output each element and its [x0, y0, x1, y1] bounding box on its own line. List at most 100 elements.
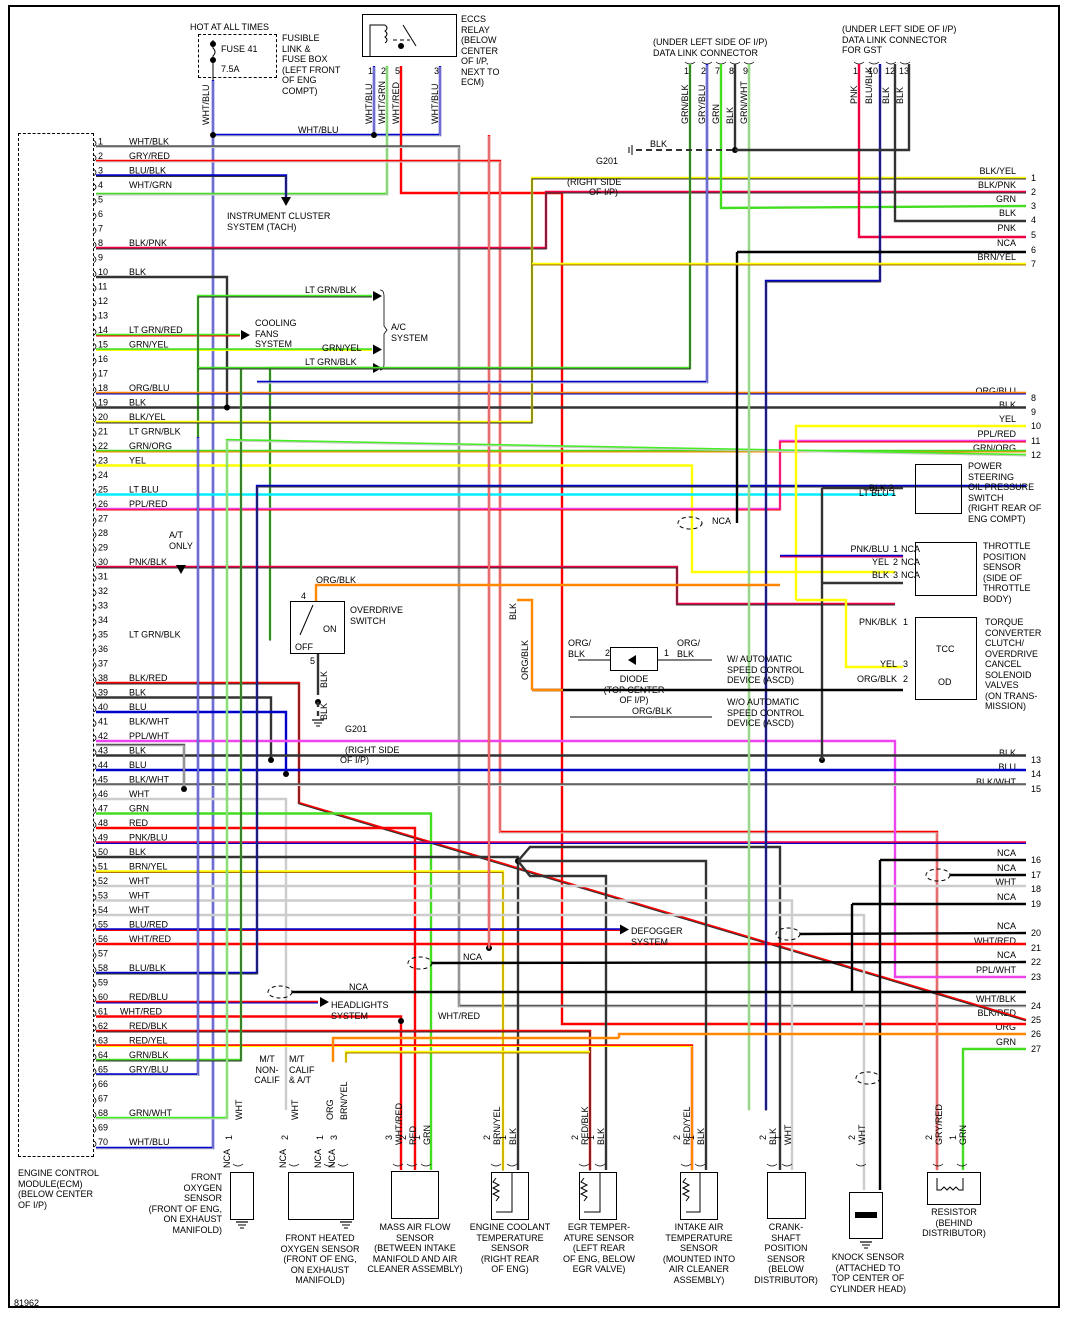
- ecm-pin-number: 27: [98, 514, 108, 524]
- ecm-pin-number: 7: [98, 224, 103, 234]
- wire-ecm-46: [96, 797, 288, 1110]
- resistor: [927, 1172, 981, 1205]
- ecm-pin-wire-label: LT BLU: [129, 485, 159, 495]
- dlc-label: (UNDER LEFT SIDE OF I/P) DATA LINK CONNE…: [653, 37, 768, 58]
- ecm-pin-number: 8: [98, 238, 103, 248]
- wire-org-26: [617, 1032, 1026, 1038]
- right-terminal-wire-label: WHT/RED: [974, 936, 1016, 946]
- ecm-pin-tick: [93, 1140, 97, 1148]
- right-terminal-wire-label: PNK: [997, 223, 1016, 233]
- ecm-pin-tick: [93, 140, 97, 147]
- ecm-pin-wire-label: PPL/RED: [129, 499, 168, 509]
- ecm-pin-number: 20: [98, 412, 108, 422]
- ecm-pin-number: 29: [98, 543, 108, 553]
- tps-nca: NCA: [901, 557, 920, 567]
- overdrive-ground-label: G201 (RIGHT SIDE OF I/P): [340, 713, 399, 766]
- right-terminal-number: 7: [1031, 259, 1036, 269]
- ecm-pin-tick: [93, 1126, 97, 1133]
- gst-wire-12: [893, 64, 1026, 223]
- right-terminal-number: 18: [1031, 884, 1041, 894]
- ecm-pin-number: 23: [98, 456, 108, 466]
- fuse-dot: [210, 57, 216, 63]
- right-terminal-wire-label: BLK/WHT: [976, 777, 1017, 787]
- wire-ecm-40: [96, 710, 288, 774]
- right-terminal-number: 27: [1031, 1044, 1041, 1054]
- right-terminal-wire-label: BLK: [999, 208, 1016, 218]
- ecm-pin-number: 14: [98, 325, 108, 335]
- front-heated-o2-sensor: [288, 1172, 354, 1220]
- sensor-wire-label: WHT: [857, 1124, 867, 1145]
- tcc-coil-top: TCC: [936, 644, 955, 654]
- right-terminal-wire-label: BRN/YEL: [977, 252, 1016, 262]
- dlc-gst-terminal: [868, 61, 880, 65]
- ecm-pin-wire-label: BLK/WHT: [129, 717, 170, 727]
- ecm-pin-number: 40: [98, 702, 108, 712]
- g201-top-name: G201: [595, 155, 618, 166]
- dlc-gst-wire-label: BLU/BLK: [864, 67, 874, 104]
- ecm-pin-wire-label: LT GRN/RED: [129, 325, 183, 335]
- ecm-pin-number: 6: [98, 209, 103, 219]
- wire-ecm-35: [268, 366, 372, 640]
- relay-pin-wire-label: WHT/BLU: [364, 84, 374, 125]
- sensor-terminal: [932, 1163, 944, 1167]
- wire-ecm-64: [96, 368, 243, 1062]
- sensor-wire-label: RED/BLK: [580, 1106, 590, 1145]
- ecm-pin-tick: [93, 908, 97, 916]
- ecm-label: ENGINE CONTROL MODULE(ECM) (BELOW CENTER…: [18, 1168, 100, 1210]
- ect-sensor: [491, 1172, 529, 1220]
- dlc-gst-pin-number: 10: [868, 66, 878, 76]
- ecm-pin-tick: [93, 995, 97, 1003]
- right-terminal-wire-label: BLK: [999, 748, 1016, 758]
- dlc-gst-pin-number: 13: [899, 66, 909, 76]
- ecm-pin-number: 60: [98, 992, 108, 1002]
- ecm-pin-tick: [93, 865, 97, 872]
- sensor-terminal: [855, 1163, 867, 1167]
- tcc-pin-number: 2: [903, 674, 908, 684]
- relay-pin-wire-label: WHT/BLU: [430, 84, 440, 125]
- diode-label: DIODE (TOP CENTER OF I/P): [603, 674, 665, 705]
- ecm-pin-tick: [93, 256, 97, 263]
- ecm-pin-tick: [93, 720, 97, 727]
- ecm-pin-wire-label: BLK: [129, 398, 146, 408]
- od-wire-label: BLK: [319, 703, 329, 720]
- ecm-pin-number: 42: [98, 731, 108, 741]
- ckp-sensor: [767, 1172, 806, 1219]
- ecm-pin-number: 15: [98, 340, 108, 350]
- ps-switch: [915, 464, 962, 514]
- tcc-wire-label: YEL: [880, 659, 897, 669]
- nca-plug-icon: [407, 956, 433, 970]
- sensor-terminal: [323, 1163, 335, 1167]
- ecm-pin-number: 9: [98, 253, 103, 263]
- ecm-pin-number: 49: [98, 833, 108, 843]
- wire-ecm-39: [96, 696, 273, 760]
- fuse-wire-label: WHT/BLU: [201, 85, 211, 126]
- sensor-terminal: [766, 1163, 778, 1167]
- mt-calif-note: M/T CALIF & A/T: [289, 1054, 315, 1085]
- bus-wire-label: WHT/BLU: [298, 125, 339, 135]
- ecm-block: [18, 133, 94, 1157]
- with-ascd-label: W/ AUTOMATIC SPEED CONTROL DEVICE (ASCD): [727, 654, 805, 685]
- sensor-pin-number: 2: [924, 1135, 934, 1140]
- eccs-relay: [362, 14, 457, 57]
- ecm-pin-wire-label: WHT/BLU: [129, 1137, 170, 1147]
- overdrive-on: ON: [323, 624, 337, 634]
- ecm-pin-tick: [93, 212, 97, 220]
- sensor-lead: [686, 1172, 701, 1213]
- ecm-pin-tick: [93, 473, 97, 481]
- ecm-pin-number: 4: [98, 180, 103, 190]
- wire-ecm-20-stripe: [96, 178, 1026, 424]
- defogger-label: DEFOGGER SYSTEM: [631, 926, 683, 947]
- ecm-pin-wire-label: BLK/WHT: [129, 775, 170, 785]
- right-terminal-number: 14: [1031, 769, 1041, 779]
- iat-sensor: [680, 1172, 718, 1220]
- dlc-gst-terminal: [853, 61, 865, 65]
- ecm-pin-number: 70: [98, 1137, 108, 1147]
- ecm-pin-tick: [93, 227, 97, 234]
- ecm-pin-number: 37: [98, 659, 108, 669]
- dlc-gst-wire-label: BLK: [881, 87, 891, 104]
- ecm-pin-wire-label: ORG/BLU: [129, 383, 170, 393]
- ecm-pin-wire-label: RED/BLU: [129, 992, 168, 1002]
- dlc-wire-label: GRY/BLU: [697, 85, 707, 124]
- sensor-wire-label: RED/YEL: [682, 1106, 692, 1145]
